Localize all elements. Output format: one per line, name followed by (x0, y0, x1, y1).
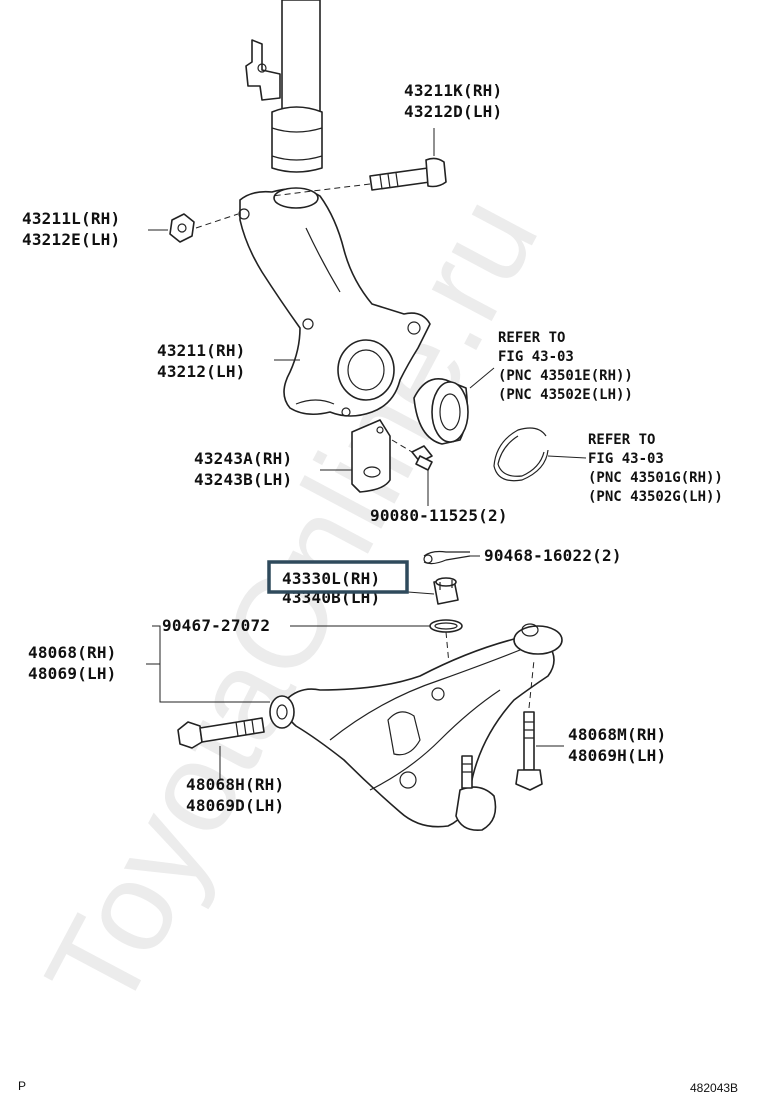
cotter-pin-illustration (423, 550, 471, 565)
small-bolt-illustration (391, 439, 433, 471)
bracket-illustration (351, 419, 391, 493)
highlight-box[interactable] (267, 560, 409, 594)
label-o-ring: 90467-27072 (162, 616, 270, 635)
refer-bearing-line2: FIG 43-03 (498, 349, 574, 365)
refer-snapring-line1: REFER TO (588, 432, 655, 448)
label-nut-rh: 43211L(RH) (22, 209, 120, 228)
label-bolt-top-rh: 43211K(RH) (404, 81, 502, 100)
label-arm-front-bolt-rh: 48068H(RH) (186, 775, 284, 794)
label-arm-rear-bolt-rh: 48068M(RH) (568, 725, 666, 744)
castle-nut-illustration (433, 577, 459, 605)
corner-marker: P (18, 1079, 26, 1093)
refer-bearing-line3: (PNC 43501E(RH)) (498, 368, 633, 384)
refer-snapring-line2: FIG 43-03 (588, 451, 664, 467)
label-bracket-rh: 43243A(RH) (194, 449, 292, 468)
leader-lines (146, 128, 587, 780)
steering-knuckle-illustration (238, 187, 431, 417)
label-bolt-top-lh: 43212D(LH) (404, 102, 502, 121)
label-nut-lh: 43212E(LH) (22, 230, 120, 249)
lower-control-arm-illustration (269, 623, 563, 832)
refer-bearing-line4: (PNC 43502E(LH)) (498, 387, 633, 403)
label-castle-nut-rh[interactable]: 43330L(RH) (282, 569, 380, 588)
hub-bearing-illustration (413, 378, 469, 445)
figure-id: 482043B (690, 1081, 738, 1095)
nut-illustration (169, 213, 239, 243)
label-cotter-pin: 90468-16022(2) (484, 546, 622, 565)
label-bracket-lh: 43243B(LH) (194, 470, 292, 489)
label-arm-rh: 48068(RH) (28, 643, 117, 662)
part-labels: 43211K(RH) 43212D(LH) 43211L(RH) 43212E(… (18, 81, 738, 1095)
refer-snapring-line4: (PNC 43502G(LH)) (588, 489, 723, 505)
upper-bolt-illustration (271, 157, 447, 197)
label-arm-front-bolt-lh: 48069D(LH) (186, 796, 284, 815)
refer-bearing-line1: REFER TO (498, 330, 565, 346)
label-arm-lh: 48069(LH) (28, 664, 117, 683)
o-ring-illustration (429, 619, 463, 761)
snap-ring-illustration (493, 427, 549, 482)
label-knuckle-lh: 43212(LH) (157, 362, 246, 381)
arm-rear-bolt-illustration (515, 659, 543, 791)
label-knuckle-rh: 43211(RH) (157, 341, 246, 360)
arm-front-bolt-illustration (177, 717, 265, 749)
strut-illustration (245, 0, 323, 173)
label-small-bolt: 90080-11525(2) (370, 506, 508, 525)
refer-snapring-line3: (PNC 43501G(RH)) (588, 470, 723, 486)
label-arm-rear-bolt-lh: 48069H(LH) (568, 746, 666, 765)
